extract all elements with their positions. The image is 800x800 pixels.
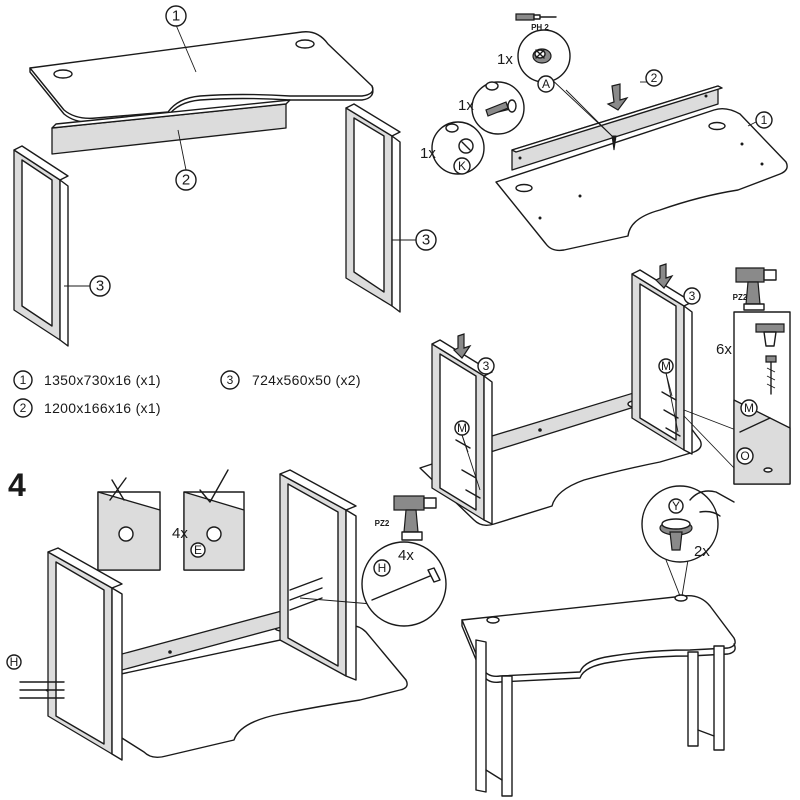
svg-text:1: 1 — [20, 373, 27, 387]
callout-screw-e: E — [190, 542, 206, 558]
svg-text:3: 3 — [96, 278, 104, 295]
svg-text:PH 2: PH 2 — [531, 23, 549, 32]
callout-screw-k: K — [453, 157, 471, 175]
svg-text:PZ2: PZ2 — [733, 293, 748, 302]
svg-text:O: O — [740, 449, 749, 463]
cable-hole — [295, 39, 315, 49]
screwdriver-icon: PH 2 — [515, 13, 557, 32]
down-arrow-icon — [606, 83, 629, 111]
svg-text:M: M — [661, 359, 671, 373]
part-1-dimensions: 1350x730x16 (x1) — [44, 372, 161, 388]
quantity-label: 4x — [398, 547, 414, 564]
step-4: 4 H H — [6, 467, 447, 761]
detail-cam-k — [431, 121, 485, 175]
quantity-label: 4x — [172, 525, 188, 542]
cross-mark-icon — [109, 477, 127, 501]
callout-part-3: 3 — [89, 275, 111, 297]
down-arrow-icon — [654, 263, 674, 289]
svg-text:PZ2: PZ2 — [375, 519, 390, 528]
quantity-label: 2x — [694, 543, 710, 560]
svg-text:3: 3 — [227, 373, 234, 387]
svg-text:2: 2 — [182, 172, 190, 189]
step-finished-desk: Y 2x — [461, 485, 736, 797]
svg-text:M: M — [744, 401, 754, 415]
callout-screw-a: A — [537, 75, 555, 93]
drill-icon: PZ2 — [375, 495, 437, 541]
callout-screw-m: M — [740, 399, 758, 417]
quantity-label: 1x — [458, 97, 474, 114]
desktop-panel — [29, 31, 374, 120]
callout-part-3: 3 — [415, 229, 437, 251]
step-attach-back-panel: A K 1x 1x 1x PH 2 2 1 — [420, 13, 788, 252]
callout-part-1: 1 — [755, 111, 773, 129]
cable-hole — [53, 69, 73, 79]
drill-icon: PZ2 — [733, 267, 777, 311]
callout-screw-h: H — [373, 559, 391, 577]
check-mark-icon — [199, 469, 229, 503]
callout-part-2: 2 — [175, 169, 197, 191]
quantity-label: 1x — [420, 145, 436, 162]
callout-screw-o: O — [736, 447, 754, 465]
hand-icon — [689, 490, 735, 517]
svg-text:1: 1 — [172, 8, 180, 25]
quantity-label: 1x — [497, 51, 513, 68]
svg-text:K: K — [458, 159, 466, 173]
svg-text:Y: Y — [672, 499, 680, 513]
leg-frame-left — [13, 145, 69, 347]
svg-text:3: 3 — [422, 232, 430, 249]
down-arrow-icon — [452, 333, 472, 359]
svg-text:3: 3 — [483, 359, 490, 373]
callout-screw-h: H — [6, 654, 22, 670]
callout-part-2: 2 — [645, 69, 663, 87]
part-3-dimensions: 724x560x50 (x2) — [252, 372, 361, 388]
step-number: 4 — [8, 467, 26, 503]
exploded-view: 1 2 3 3 — [13, 5, 437, 347]
callout-screw-m: M — [658, 358, 674, 374]
callout-part-3: 3 — [477, 357, 495, 375]
svg-text:1: 1 — [761, 113, 768, 127]
quantity-label: 6x — [716, 341, 732, 358]
part-2-dimensions: 1200x166x16 (x1) — [44, 400, 161, 416]
callout-part-3: 3 — [683, 287, 701, 305]
callout-screw-m: M — [454, 420, 470, 436]
svg-text:A: A — [542, 77, 550, 91]
svg-text:2: 2 — [20, 401, 27, 415]
parts-list: 1 1350x730x16 (x1) 2 1200x166x16 (x1) 3 … — [13, 370, 361, 418]
svg-text:3: 3 — [689, 289, 696, 303]
svg-text:2: 2 — [651, 71, 658, 85]
callout-part-1: 1 — [165, 5, 187, 27]
svg-text:H: H — [378, 561, 387, 575]
svg-text:E: E — [194, 543, 202, 557]
step-attach-frames: M M M O 6x — [419, 263, 791, 527]
svg-text:M: M — [457, 421, 467, 435]
callout-screw-y: Y — [668, 498, 684, 514]
svg-text:H: H — [10, 655, 19, 669]
leg-frame-right — [345, 103, 401, 313]
